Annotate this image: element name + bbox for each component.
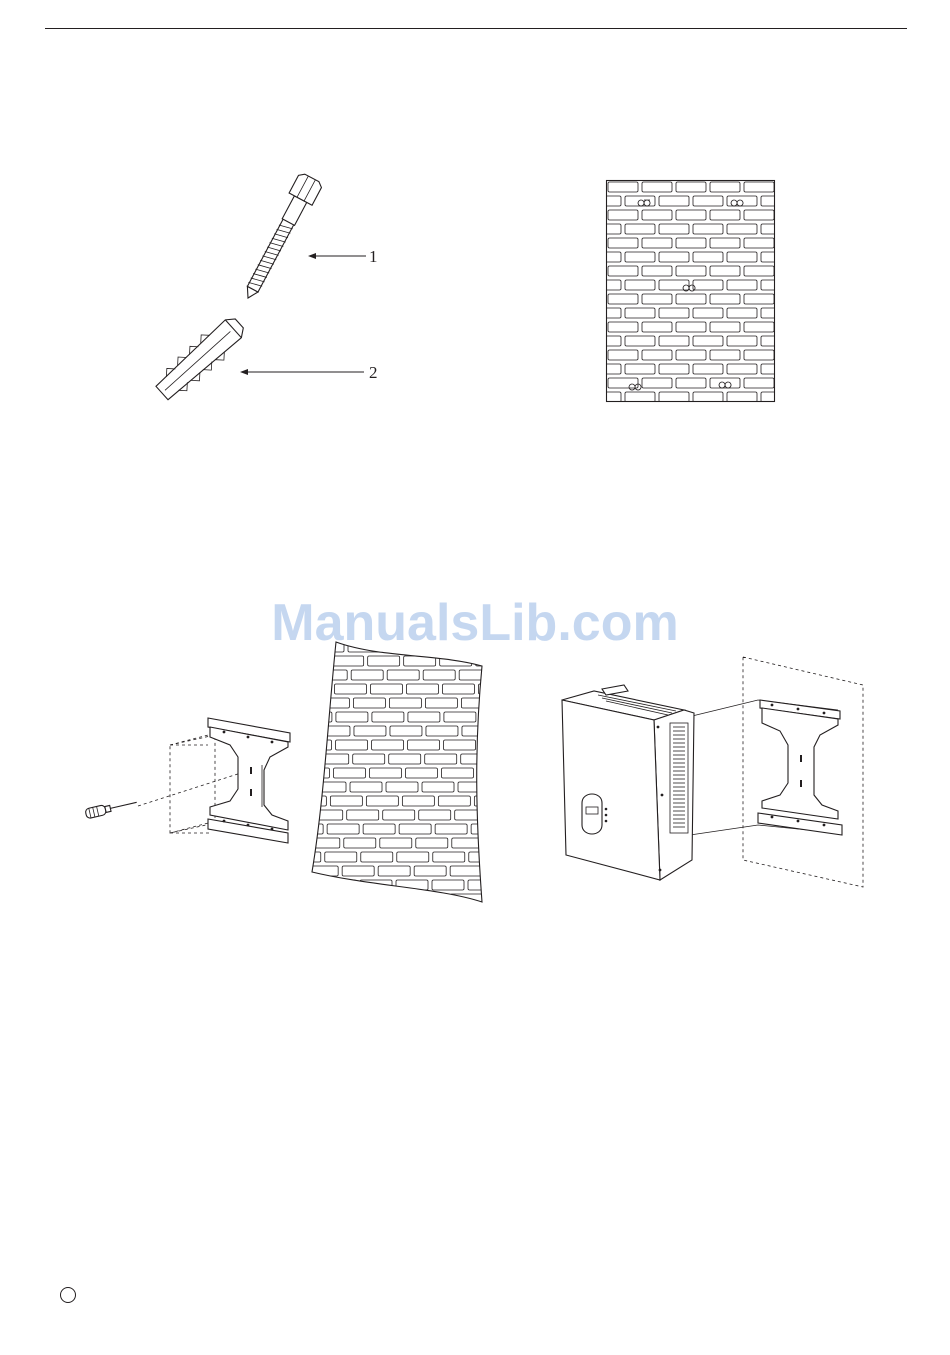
expansion-screw-icon [230, 180, 360, 310]
curved-brick-wall-icon [310, 640, 490, 905]
callout-1: 1 [369, 248, 378, 265]
screw-leader-arrow [308, 250, 368, 262]
brick-wall-with-holes-icon [606, 180, 776, 403]
inverter-unit-icon [562, 685, 694, 880]
screwdriver-icon [82, 798, 142, 820]
page-number-circle [60, 1287, 76, 1303]
mounting-bracket-icon [160, 715, 300, 855]
callout-2: 2 [369, 364, 378, 381]
inverter-on-bracket-figure [558, 655, 868, 890]
header-rule [45, 28, 907, 29]
plastic-anchor-icon [148, 305, 258, 410]
anchor-leader-arrow [240, 366, 366, 378]
wall-bracket-icon [758, 700, 842, 835]
